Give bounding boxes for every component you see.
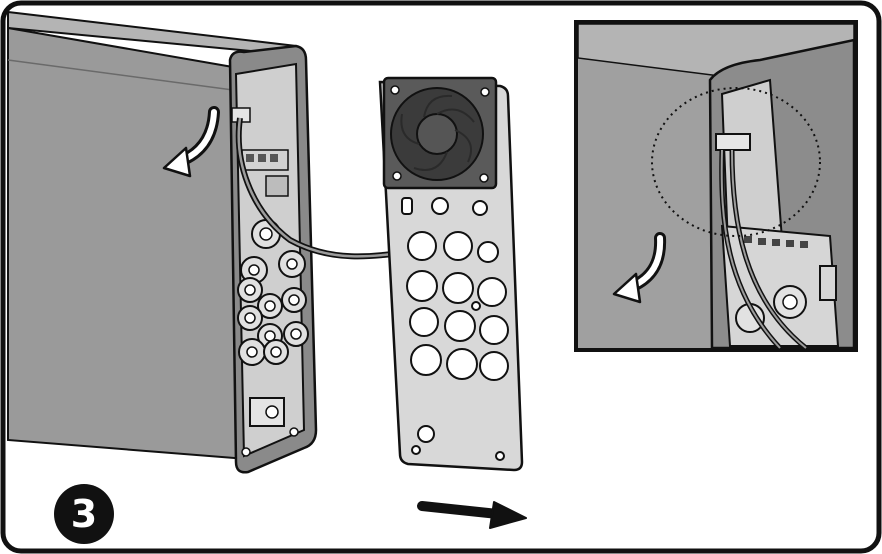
step-number: 3 bbox=[71, 492, 97, 536]
fan-hub bbox=[416, 113, 458, 155]
fan-screw bbox=[390, 85, 400, 95]
terminal-3 bbox=[270, 154, 278, 162]
inset-fan-header bbox=[715, 133, 751, 151]
fan-screw bbox=[392, 171, 402, 181]
rca-jacks bbox=[237, 219, 309, 366]
terminal-2 bbox=[258, 154, 266, 162]
chassis bbox=[7, 10, 318, 474]
inset-cable bbox=[719, 149, 808, 350]
rear-panel bbox=[378, 76, 524, 472]
pull-out-arrow-icon bbox=[417, 501, 527, 529]
detail-callout-circle bbox=[651, 87, 821, 237]
fan-blades bbox=[400, 94, 475, 171]
detail-inset bbox=[574, 20, 858, 352]
screw-hole bbox=[241, 447, 251, 457]
curved-arrow-icon bbox=[612, 232, 667, 304]
chassis-side-face bbox=[7, 26, 262, 462]
inset-component bbox=[819, 265, 837, 301]
screw-hole bbox=[289, 427, 299, 437]
inset-terminals bbox=[744, 236, 808, 248]
chassis-seam bbox=[7, 59, 249, 93]
panel-holes bbox=[401, 197, 509, 461]
curved-arrow-icon bbox=[162, 106, 220, 178]
inset-jack-center bbox=[782, 294, 798, 310]
fan-screw bbox=[480, 87, 490, 97]
terminal-1 bbox=[246, 154, 254, 162]
step-number-badge: 3 bbox=[54, 484, 114, 544]
board-component bbox=[265, 175, 289, 197]
fan-screw bbox=[479, 173, 489, 183]
power-jack bbox=[265, 405, 279, 419]
